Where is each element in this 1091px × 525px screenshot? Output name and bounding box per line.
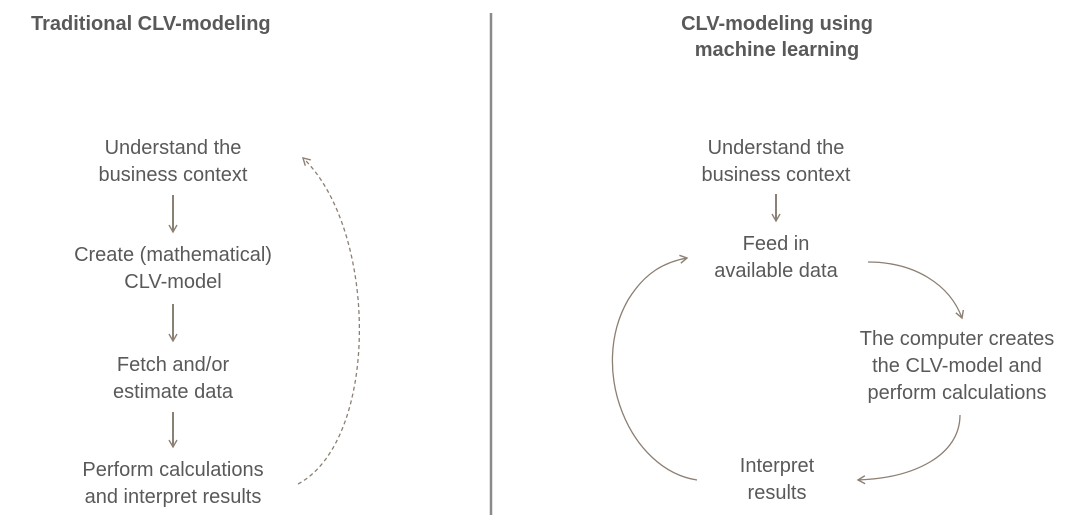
left-step-4-line1: Perform calculations (82, 459, 264, 481)
right-step-2-line1: Feed in (742, 233, 810, 255)
left-step-3-line2: estimate data (112, 381, 234, 403)
right-step-1-line2: business context (701, 164, 851, 186)
right-step-3-line2: the CLV-model and (872, 355, 1042, 377)
left-step-1-line1: Understand the (104, 137, 242, 159)
left-step-2-line1: Create (mathematical) (74, 244, 272, 266)
left-step-fetch-data: Fetch and/or estimate data (113, 352, 233, 406)
right-step-2-line2: available data (714, 260, 838, 282)
left-panel-title: Traditional CLV-modeling (31, 13, 271, 35)
right-cycle-arrow-to-feed-icon (611, 254, 698, 481)
left-step-understand-context: Understand the business context (99, 135, 248, 189)
right-step-interpret-results: Interpret results (740, 453, 814, 507)
right-step-3-line1: The computer creates (859, 328, 1055, 350)
right-cycle-arrow-to-computer-icon (867, 261, 965, 320)
right-panel-title-line2: machine learning (694, 39, 860, 61)
right-step-computer-creates-model: The computer creates the CLV-model and p… (860, 326, 1055, 407)
left-step-perform-calculations: Perform calculations and interpret resul… (82, 457, 263, 511)
right-step-4-line1: Interpret (739, 455, 815, 477)
left-step-2-line2: CLV-model (124, 271, 222, 293)
left-step-create-model: Create (mathematical) CLV-model (74, 242, 272, 296)
right-panel-title: CLV-modeling using machine learning (681, 11, 873, 63)
right-step-4-line2: results (747, 482, 807, 504)
right-step-3-line3: perform calculations (867, 382, 1047, 404)
left-step-3-line1: Fetch and/or (116, 354, 230, 376)
right-panel-title-line1: CLV-modeling using (681, 13, 873, 35)
right-cycle-arrow-to-interpret-icon (856, 414, 961, 485)
left-step-4-line2: and interpret results (84, 486, 262, 508)
left-step-1-line2: business context (98, 164, 248, 186)
right-step-1-line1: Understand the (707, 137, 845, 159)
right-step-understand-context: Understand the business context (702, 135, 851, 189)
right-step-feed-data: Feed in available data (714, 231, 837, 285)
left-loop-back-arrow-icon (297, 157, 360, 485)
